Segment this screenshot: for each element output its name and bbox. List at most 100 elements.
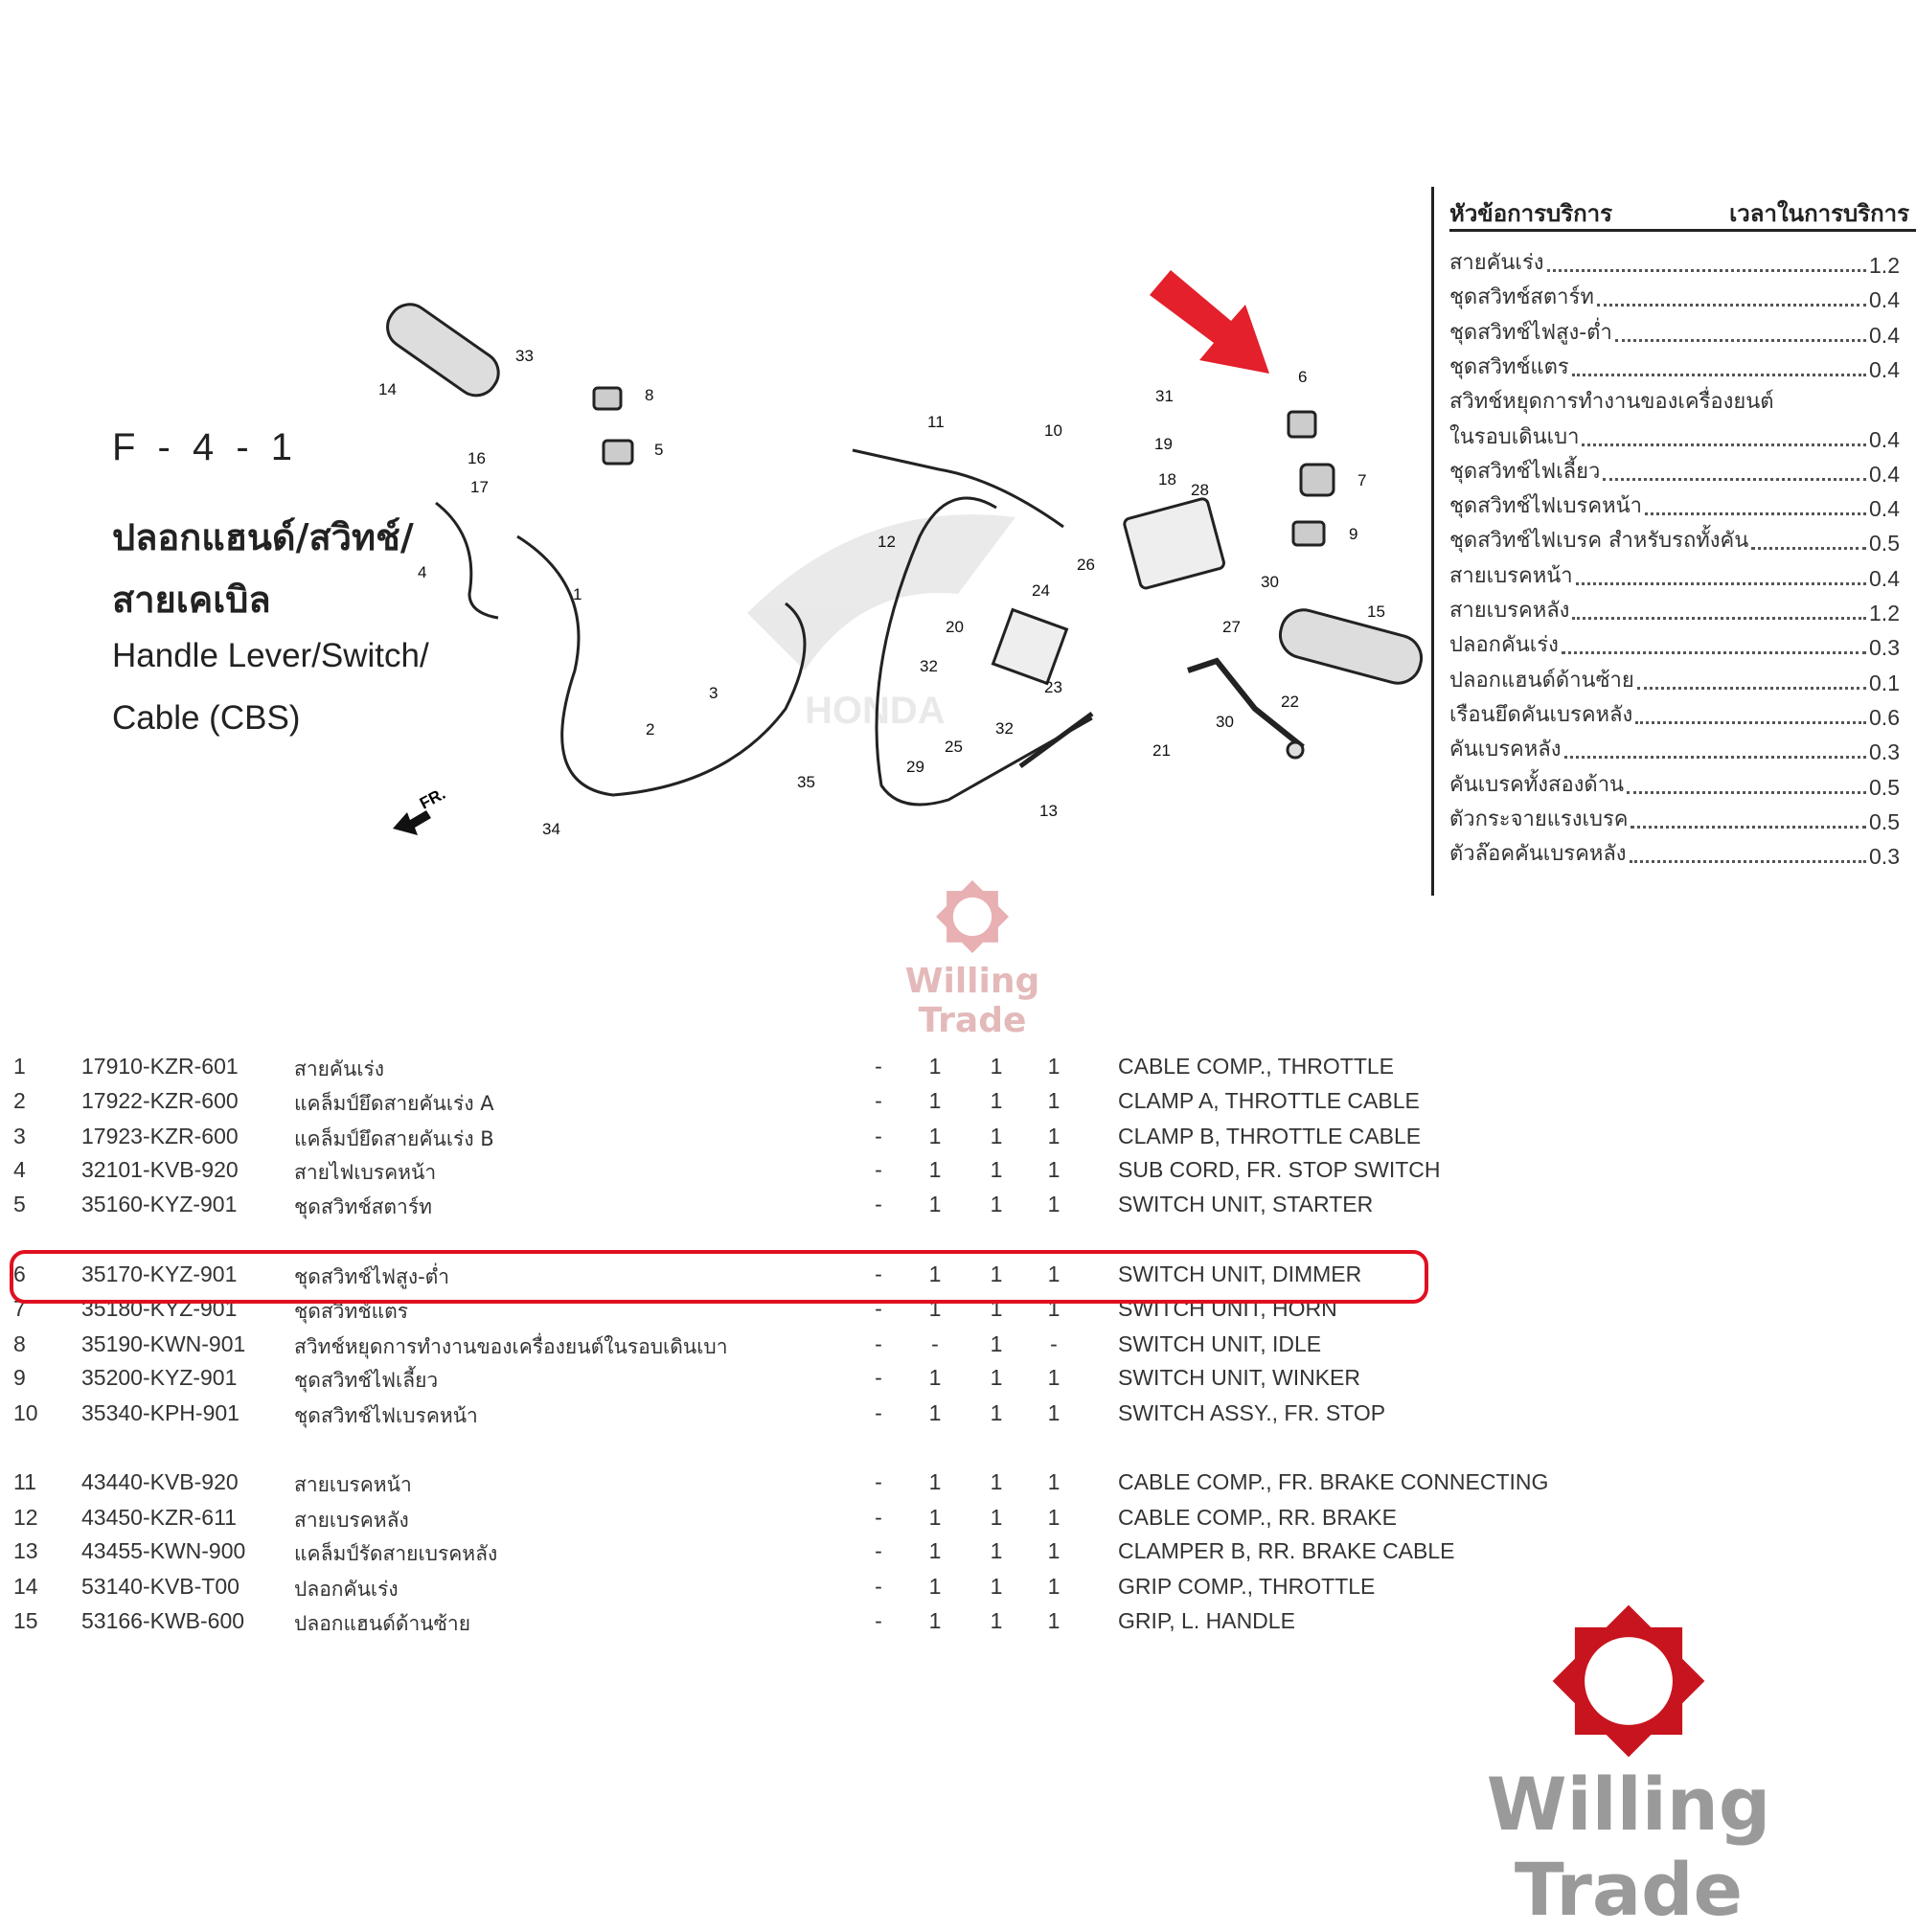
callout: 32 <box>920 657 938 675</box>
qty-col-1: - <box>875 1088 882 1113</box>
service-name: คันเบรคหลัง <box>1449 738 1562 762</box>
front-direction-label: FR. <box>417 784 448 813</box>
english-description: SWITCH UNIT, DIMMER <box>1118 1261 1362 1286</box>
callout: 8 <box>645 386 653 404</box>
service-time: 0.4 <box>1869 287 1900 313</box>
callout: 30 <box>1261 573 1279 591</box>
service-time: 0.4 <box>1869 426 1900 452</box>
qty-col-3: 1 <box>990 1469 1003 1494</box>
service-time: 0.5 <box>1869 808 1900 834</box>
dot-leader <box>1614 338 1867 342</box>
willing-trade-logo <box>1552 1604 1705 1758</box>
ref-number: 13 <box>13 1538 38 1563</box>
parts-row: 9 35200-KYZ-901 ชุดสวิทช์ไฟเลี้ยว - 1 1 … <box>0 1365 1629 1398</box>
callout: 30 <box>1216 713 1234 731</box>
qty-col-2: 1 <box>928 1192 942 1216</box>
service-name: ชุดสวิทช์สตาร์ท <box>1449 285 1594 310</box>
service-time: 0.3 <box>1869 635 1900 661</box>
ref-number: 4 <box>13 1157 26 1182</box>
qty-col-2: 1 <box>928 1088 942 1113</box>
service-table-header: หัวข้อการบริการ เวลาในการบริการ <box>1449 194 1916 232</box>
qty-col-1: - <box>875 1505 882 1530</box>
callout: 27 <box>1222 618 1241 636</box>
part-number: 43455-KWN-900 <box>81 1538 246 1563</box>
dot-leader <box>1571 373 1867 376</box>
ref-number: 3 <box>13 1124 26 1148</box>
winker-switch <box>1291 520 1326 547</box>
callout: 18 <box>1158 470 1176 489</box>
callout: 16 <box>468 449 486 467</box>
service-name: ชุดสวิทช์ไฟเบรคหน้า <box>1449 494 1642 519</box>
qty-col-3: 1 <box>990 1054 1003 1079</box>
english-description: CLAMPER B, RR. BRAKE CABLE <box>1118 1538 1455 1563</box>
service-time: 0.5 <box>1869 531 1900 557</box>
starter-switch <box>602 439 634 466</box>
service-time: 0.4 <box>1869 496 1900 522</box>
qty-col-2: 1 <box>928 1157 942 1182</box>
qty-col-1: - <box>875 1124 882 1148</box>
callout: 5 <box>654 441 663 459</box>
service-name: ปลอกแฮนด์ด้านซ้าย <box>1449 668 1634 693</box>
watermark-brand-small: Willing Trade <box>904 962 1040 1040</box>
qty-col-4: 1 <box>1047 1400 1061 1425</box>
thai-name: ปลอกคันเร่ง <box>294 1578 399 1601</box>
title-en-line2: Cable (CBS) <box>112 699 301 737</box>
throttle-grip <box>386 303 500 398</box>
svg-text:HONDA: HONDA <box>805 690 946 732</box>
service-time: 0.6 <box>1869 704 1900 730</box>
callout-labels: 14 33 8 5 16 17 4 1 11 10 12 2 3 35 34 3… <box>378 347 1385 838</box>
thai-name: แคล็มป์ยึดสายคันเร่ง A <box>294 1092 494 1115</box>
qty-col-2: 1 <box>928 1469 942 1494</box>
qty-col-1: - <box>875 1538 882 1563</box>
header-service-time: เวลาในการบริการ <box>1729 200 1909 227</box>
service-name: ชุดสวิทช์ไฟเบรค สำหรับรถทั้งคัน <box>1449 529 1749 554</box>
callout: 12 <box>878 533 896 551</box>
parts-row: 6 35170-KYZ-901 ชุดสวิทช์ไฟสูง-ต่ำ - 1 1… <box>0 1261 1629 1294</box>
ref-number: 8 <box>13 1331 26 1356</box>
watermark-brand-large: Willing Trade <box>1486 1762 1771 1932</box>
part-number: 43440-KVB-920 <box>81 1469 239 1494</box>
dimmer-switch <box>1287 410 1317 439</box>
header-service-item: หัวข้อการบริการ <box>1449 200 1613 227</box>
thai-name: แคล็มป์รัดสายเบรคหลัง <box>294 1542 498 1565</box>
title-thai-line2: สายเคเบิล <box>112 579 271 621</box>
qty-col-3: 1 <box>990 1400 1003 1425</box>
front-brake-cable <box>852 448 1064 529</box>
qty-col-4: 1 <box>1047 1365 1061 1390</box>
service-time: 0.5 <box>1869 774 1900 800</box>
dot-leader <box>1572 617 1867 620</box>
thai-name: สายเบรคหน้า <box>294 1473 412 1496</box>
callout: 1 <box>573 585 582 603</box>
dot-leader <box>1629 860 1867 864</box>
service-name: สวิทช์หยุดการทำงานของเครื่องยนต์ <box>1449 390 1774 415</box>
english-description: SUB CORD, FR. STOP SWITCH <box>1118 1157 1441 1182</box>
qty-col-3: 1 <box>990 1608 1003 1633</box>
thai-name: ชุดสวิทช์แตร <box>294 1300 409 1323</box>
qty-col-4: 1 <box>1047 1157 1061 1182</box>
qty-col-4: 1 <box>1047 1088 1061 1113</box>
dot-leader <box>1636 686 1867 690</box>
qty-col-2: 1 <box>928 1538 942 1563</box>
callout: 34 <box>542 820 560 838</box>
parts-row: 8 35190-KWN-901 สวิทช์หยุดการทำงานของเคร… <box>0 1331 1629 1364</box>
qty-col-3: 1 <box>990 1538 1003 1563</box>
qty-col-1: - <box>875 1192 882 1216</box>
dot-leader <box>1603 477 1867 481</box>
english-description: SWITCH UNIT, STARTER <box>1118 1192 1374 1216</box>
dot-leader <box>1627 790 1867 794</box>
figure-code: F - 4 - 1 <box>112 426 299 468</box>
service-row: ชุดสวิทช์ไฟเบรคหน้า 0.4 <box>1449 489 1900 522</box>
callout: 11 <box>927 413 945 431</box>
english-description: CABLE COMP., FR. BRAKE CONNECTING <box>1118 1469 1549 1494</box>
callout: 26 <box>1077 556 1095 574</box>
dot-leader <box>1546 269 1867 272</box>
service-time: 0.4 <box>1869 356 1900 382</box>
callout: 25 <box>945 738 963 756</box>
switch-housing <box>1123 497 1225 590</box>
